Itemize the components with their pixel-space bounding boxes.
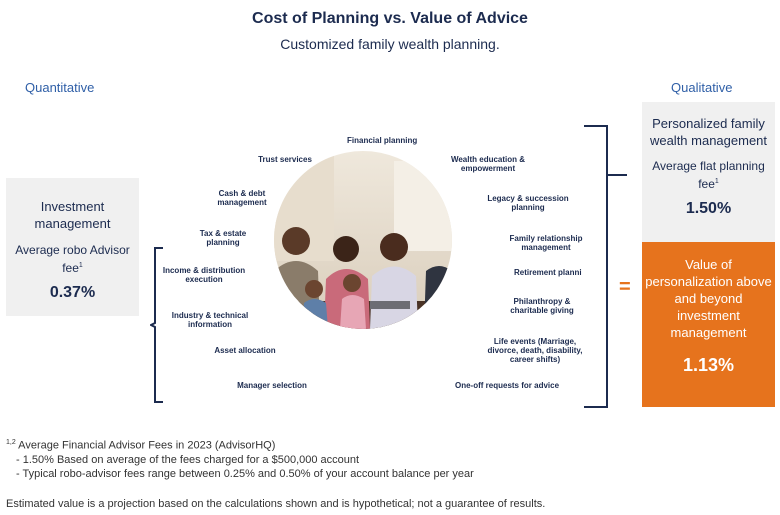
personalized-wealth-box: Personalized family wealth management Av… [642, 102, 775, 242]
footnote: 1,2 Average Financial Advisor Fees in 20… [6, 436, 474, 481]
service-trust: Trust services [258, 155, 312, 164]
right-bracket [584, 125, 627, 408]
family-meeting-photo [274, 151, 452, 329]
service-legacy-succession: Legacy & succession planning [487, 194, 569, 212]
investment-management-box: Investment management Average robo Advis… [6, 178, 139, 316]
service-philanthropy: Philanthropy & charitable giving [510, 297, 574, 315]
planning-fee-label: Average flat planning fee1 [652, 159, 765, 191]
left-bracket [150, 247, 163, 403]
page-title: Cost of Planning vs. Value of Advice [252, 10, 528, 27]
robo-fee-label: Average robo Advisor fee1 [15, 243, 130, 275]
service-income-distribution: Income & distribution execution [162, 266, 246, 284]
service-wealth-education: Wealth education & empowerment [450, 155, 526, 173]
service-retirement: Retirement planni [514, 268, 582, 277]
footnote-line-2: - 1.50% Based on average of the fees cha… [16, 453, 360, 466]
service-industry-technical: Industry & technical information [171, 311, 249, 329]
disclaimer: Estimated value is a projection based on… [6, 498, 546, 510]
value-of-personalization-box: Value of personalization above and beyon… [642, 242, 775, 407]
service-cash-debt: Cash & debt management [217, 189, 267, 207]
personalized-wealth-title: Personalized family wealth management [649, 116, 768, 148]
footnote-line-1: 1,2 Average Financial Advisor Fees in 20… [6, 439, 276, 452]
investment-management-title: Investment management [34, 199, 111, 231]
footnote-line-3: - Typical robo-advisor fees range betwee… [16, 467, 474, 480]
robo-fee-value: 0.37% [49, 284, 96, 301]
service-asset-allocation: Asset allocation [214, 346, 276, 355]
service-one-off-requests: One-off requests for advice [455, 381, 560, 390]
value-of-personalization-title: Value of personalization above and beyon… [645, 257, 772, 340]
service-manager-selection: Manager selection [237, 381, 307, 390]
equals-sign: = [619, 276, 631, 298]
service-life-events: Life events (Marriage, divorce, death, d… [487, 337, 583, 364]
service-tax-estate: Tax & estate planning [199, 229, 247, 247]
qualitative-heading: Qualitative [671, 80, 733, 95]
page-subtitle: Customized family wealth planning. [280, 36, 500, 52]
value-of-personalization-value: 1.13% [682, 355, 735, 375]
planning-fee-value: 1.50% [685, 200, 732, 217]
service-family-relationship: Family relationship management [509, 234, 583, 252]
service-financial-planning: Financial planning [347, 136, 418, 145]
quantitative-heading: Quantitative [25, 80, 95, 95]
